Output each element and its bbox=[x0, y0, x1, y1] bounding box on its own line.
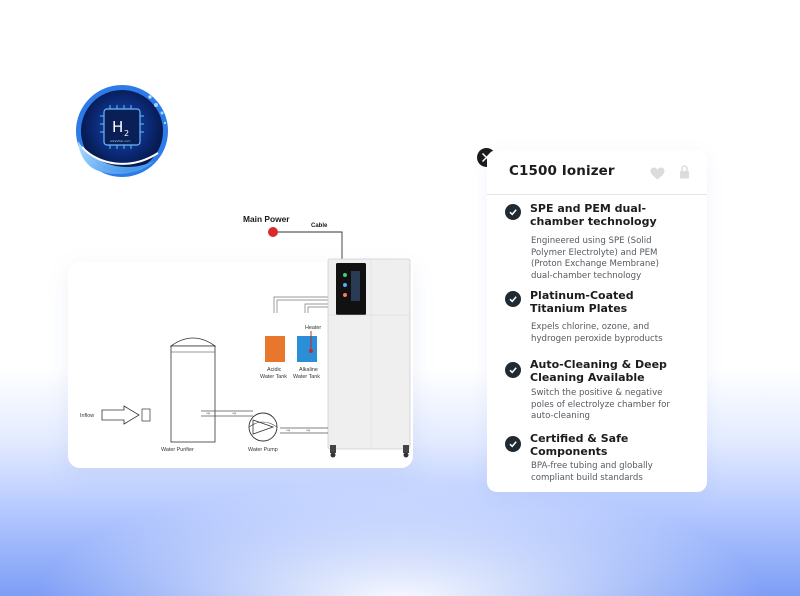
inflow-label: Inflow bbox=[80, 413, 94, 419]
heater-label: Heater bbox=[305, 325, 321, 331]
feature-title: SPE and PEM dual- chamber technology bbox=[530, 202, 657, 228]
product-panel: C1500 Ionizer SPE and PEM dual- chamber … bbox=[487, 150, 707, 492]
water-pump bbox=[248, 412, 278, 442]
feature-title: Auto-Cleaning & Deep Cleaning Available bbox=[530, 358, 667, 384]
main-power-label: Main Power bbox=[243, 214, 290, 224]
acidic-label-line2: Water Tank bbox=[260, 374, 287, 380]
feature-title: Platinum-Coated Titanium Plates bbox=[530, 289, 634, 315]
title-divider bbox=[487, 194, 707, 195]
cable-label: Cable bbox=[311, 223, 328, 229]
water-purifier bbox=[169, 337, 217, 443]
svg-text:⇒: ⇒ bbox=[306, 428, 310, 434]
check-circle-icon bbox=[505, 362, 521, 378]
water-purifier-label: Water Purifier bbox=[161, 447, 194, 453]
inflow-arrow bbox=[101, 405, 140, 425]
product-title: C1500 Ionizer bbox=[509, 163, 615, 179]
svg-text:⇒: ⇒ bbox=[286, 428, 290, 434]
feature-description: BPA-free tubing and globally compliant b… bbox=[531, 461, 653, 483]
logo-caption: AlkaVital.com bbox=[110, 139, 131, 143]
alkaline-label-line2: Water Tank bbox=[293, 374, 320, 380]
check-circle-icon bbox=[505, 204, 521, 220]
acidic-tank bbox=[265, 336, 285, 362]
acidic-label-line1: Acidic bbox=[267, 367, 282, 373]
check-circle-icon bbox=[505, 436, 521, 452]
feature-description: Expels chlorine, ozone, and hydrogen per… bbox=[531, 322, 663, 344]
h2-logo: H 2 AlkaVital.com bbox=[74, 83, 174, 183]
feature-description: Switch the positive & negative poles of … bbox=[531, 388, 670, 422]
logo-h-text: H bbox=[112, 118, 123, 136]
water-ionizer-diagram: Main Power Cable Heater Acidic Water Tan… bbox=[80, 214, 411, 458]
logo-sub-text: 2 bbox=[124, 129, 129, 138]
svg-text:⇒: ⇒ bbox=[206, 411, 210, 417]
water-pump-label: Water Pump bbox=[248, 447, 278, 453]
alkaline-tank bbox=[297, 336, 317, 362]
feature-description: Engineered using SPE (Solid Polymer Elec… bbox=[531, 236, 659, 282]
feature-title: Certified & Safe Components bbox=[530, 432, 629, 458]
ionizer-machine bbox=[327, 258, 411, 458]
alkaline-label-line1: Alkaline bbox=[299, 367, 318, 373]
check-circle-icon bbox=[505, 291, 521, 307]
svg-text:⇒: ⇒ bbox=[232, 411, 236, 417]
power-dot bbox=[268, 227, 278, 237]
heart-icon[interactable] bbox=[650, 167, 665, 180]
lock-icon[interactable] bbox=[679, 165, 690, 179]
